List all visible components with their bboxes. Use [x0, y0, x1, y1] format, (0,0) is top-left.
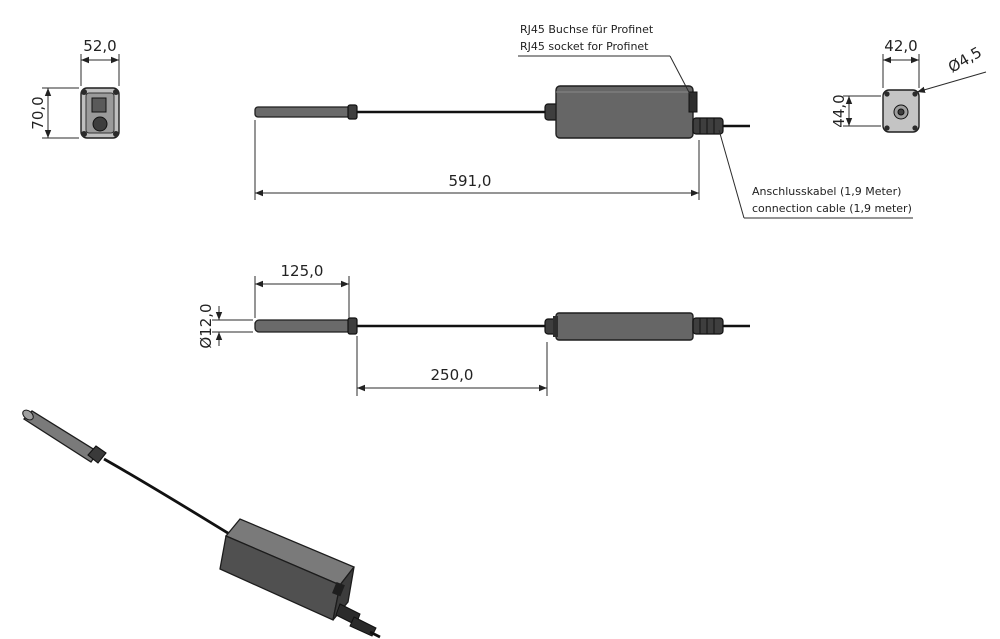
note-cable-en: connection cable (1,9 meter) [752, 202, 912, 215]
dimension-label-hole-diameter: Ø4,5 [945, 43, 985, 76]
left-end-view: 52,0 70,0 [29, 37, 120, 139]
perspective-view [22, 409, 381, 639]
right-end-body [882, 89, 920, 133]
dimension-label-total-length: 591,0 [449, 172, 492, 190]
note-cable-de: Anschlusskabel (1,9 Meter) [752, 185, 901, 198]
middle-side-view: 125,0 Ø12,0 250,0 [197, 262, 750, 396]
top-probe [254, 104, 358, 120]
right-end-view: 42,0 44,0 Ø4,5 [830, 37, 987, 133]
note-rj45-de: RJ45 Buchse für Profinet [520, 23, 654, 36]
dimension-hole-diameter: Ø4,5 [916, 43, 987, 93]
top-side-view: 591,0 RJ45 Buchse für Profinet RJ45 sock… [254, 23, 913, 219]
perspective-probe [22, 409, 107, 464]
dimension-label-probe-diameter: Ø12,0 [197, 303, 215, 348]
middle-probe [254, 317, 358, 335]
perspective-cable [103, 457, 237, 540]
dimension-label-cable-length: 250,0 [431, 366, 474, 384]
left-end-body [80, 87, 120, 139]
dimension-label-left-height: 70,0 [29, 96, 47, 129]
dimension-left-height: 70,0 [29, 87, 79, 139]
dimension-right-height: 44,0 [830, 94, 881, 128]
dimension-probe-diameter: Ø12,0 [197, 303, 253, 349]
dimension-probe-length: 125,0 [254, 262, 350, 318]
cable-callout: Anschlusskabel (1,9 Meter) connection ca… [718, 129, 913, 219]
perspective-housing [219, 518, 381, 639]
dimension-label-right-width: 42,0 [884, 37, 917, 55]
note-rj45-en: RJ45 socket for Profinet [520, 40, 649, 53]
dimension-total-length: 591,0 [254, 120, 700, 200]
top-housing [544, 85, 750, 139]
dimension-right-width: 42,0 [882, 37, 920, 88]
dimension-label-probe-length: 125,0 [281, 262, 324, 280]
rj45-callout: RJ45 Buchse für Profinet RJ45 socket for… [518, 23, 693, 99]
middle-housing [544, 312, 750, 341]
dimension-label-right-height: 44,0 [830, 94, 848, 127]
dimension-cable-length: 250,0 [356, 336, 548, 396]
dimension-label-left-width: 52,0 [83, 37, 116, 55]
dimension-left-width: 52,0 [80, 37, 120, 86]
